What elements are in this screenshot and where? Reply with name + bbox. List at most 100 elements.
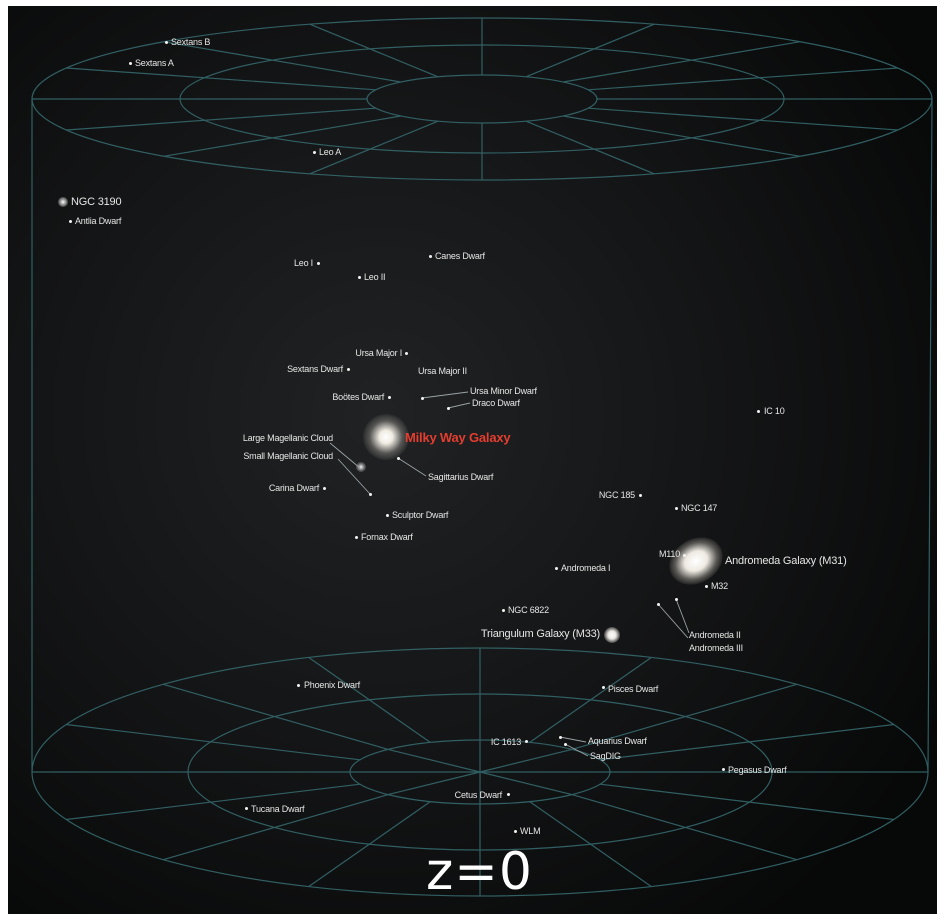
label-sextans-b: Sextans B [171,37,211,47]
sagittarius-dot [397,457,400,460]
top-disk-spoke [525,120,655,175]
leo-i-dot [317,262,320,265]
m110-dot [683,554,686,557]
milky-way-glow [363,414,409,460]
phoenix-dwarf-dot [297,684,300,687]
carina-dwarf-dot [323,487,326,490]
bootes-dwarf-dot [388,396,391,399]
pegasus-dwarf-dot [722,768,725,771]
andromeda-ii-connector [657,603,689,639]
top-disk-spoke [563,115,801,157]
label-tucana-dwarf: Tucana Dwarf [251,804,305,814]
label-m32: M32 [711,581,728,591]
redshift-label: z=0 [426,842,533,902]
label-triangulum-galaxy: Triangulum Galaxy (M33) [480,628,600,640]
triangulum-glow [604,627,620,643]
andromeda-iii-dot [675,598,678,601]
label-pisces-dwarf: Pisces Dwarf [608,684,659,694]
top-disk-spoke [588,67,898,91]
fornax-dwarf-dot [355,536,358,539]
sextans-a-dot [129,62,132,65]
label-andromeda-i: Andromeda I [561,563,611,573]
label-wlm: WLM [520,826,541,836]
antlia-dwarf-dot [69,220,72,223]
bottom-disk-center-spoke [479,748,573,773]
label-canes-dwarf: Canes Dwarf [435,251,485,261]
label-ursa-minor-dwarf: Ursa Minor Dwarf [470,386,537,396]
connector-lines [329,391,690,757]
leo-a-dot [313,151,316,154]
label-sculptor-dwarf: Sculptor Dwarf [392,510,449,520]
label-milky-way-galaxy: Milky Way Galaxy [405,430,511,445]
top-disk-spoke [163,115,401,157]
top-disk-spoke [66,67,376,91]
label-leo-a: Leo A [319,147,342,157]
top-disk-spoke [563,41,801,83]
label-sextans-a: Sextans A [135,58,174,68]
label-phoenix-dwarf: Phoenix Dwarf [304,680,360,690]
lmc-connector [329,442,361,469]
label-ngc-6822: NGC 6822 [508,605,549,615]
top-disk-spoke [588,107,898,131]
bottom-disk-spoke [66,783,360,821]
label-andromeda-galaxy: Andromeda Galaxy (M31) [725,555,847,567]
label-aquarius-dwarf: Aquarius Dwarf [588,736,647,746]
sagdig-dot [564,743,567,746]
sextans-b-dot [165,41,168,44]
tucana-dwarf-dot [245,807,248,810]
andromeda-i-dot [555,567,558,570]
label-ic-1613: IC 1613 [490,737,521,747]
bottom-disk-spoke [163,794,389,861]
space-background [8,6,937,914]
draco-connector [447,402,471,409]
label-bootes-dwarf: Boötes Dwarf [332,392,384,402]
label-sagittarius-dwarf: Sagittarius Dwarf [428,472,494,482]
lmc-glow [356,462,366,472]
ursa-major-ii-dot [421,397,424,400]
ic-1613-dot [525,740,528,743]
top-disk-spoke [66,107,376,131]
top-disk-spoke [163,41,401,83]
bottom-disk-spoke [308,801,431,888]
label-carina-dwarf: Carina Dwarf [268,483,319,493]
bottom-disk-spoke [571,683,797,750]
label-andromeda-ii: Andromeda II [689,630,741,640]
bottom-disk-spoke [163,683,389,750]
smc-connector [337,458,371,495]
andromeda-ii-dot [657,603,660,606]
label-cetus-dwarf: Cetus Dwarf [454,790,503,800]
bottom-disk-center-spoke [387,771,481,796]
sagittarius-connector [397,457,427,477]
top-disk-spoke [525,23,655,78]
label-pegasus-dwarf: Pegasus Dwarf [728,765,787,775]
ngc-3190-glow [58,197,68,207]
bottom-disk-spoke [571,794,797,861]
label-ngc-3190: NGC 3190 [71,196,122,208]
label-sagdig: SagDIG [590,751,621,761]
cylinder-right-edge [927,98,933,773]
m32-dot [705,585,708,588]
label-sextans-dwarf: Sextans Dwarf [287,364,343,374]
label-small-magellanic-cloud: Small Magellanic Cloud [243,451,333,461]
wlm-dot [514,830,517,833]
draco-dwarf-dot [447,407,450,410]
local-group-diagram: Sextans B Sextans A Leo A NGC 3190 Antli… [8,6,937,914]
bottom-disk-spoke [66,723,360,761]
pisces-dwarf-dot [602,686,605,689]
label-fornax-dwarf: Fornax Dwarf [361,532,413,542]
ngc-147-dot [675,507,678,510]
label-draco-dwarf: Draco Dwarf [472,398,520,408]
aquarius-dwarf-dot [559,736,562,739]
label-ngc-185: NGC 185 [598,490,635,500]
andromeda-iii-connector [675,598,690,634]
bottom-disk-center-spoke [479,771,573,796]
ngc-185-dot [639,494,642,497]
label-ursa-major-i: Ursa Major I [355,348,402,358]
top-disk-spoke [309,23,439,78]
bottom-disk-spoke [529,801,652,888]
ursa-minor-connector [421,391,469,399]
smc-dot [369,493,372,496]
leo-ii-dot [358,276,361,279]
ngc-6822-dot [502,609,505,612]
bottom-disk-spoke [529,656,652,743]
